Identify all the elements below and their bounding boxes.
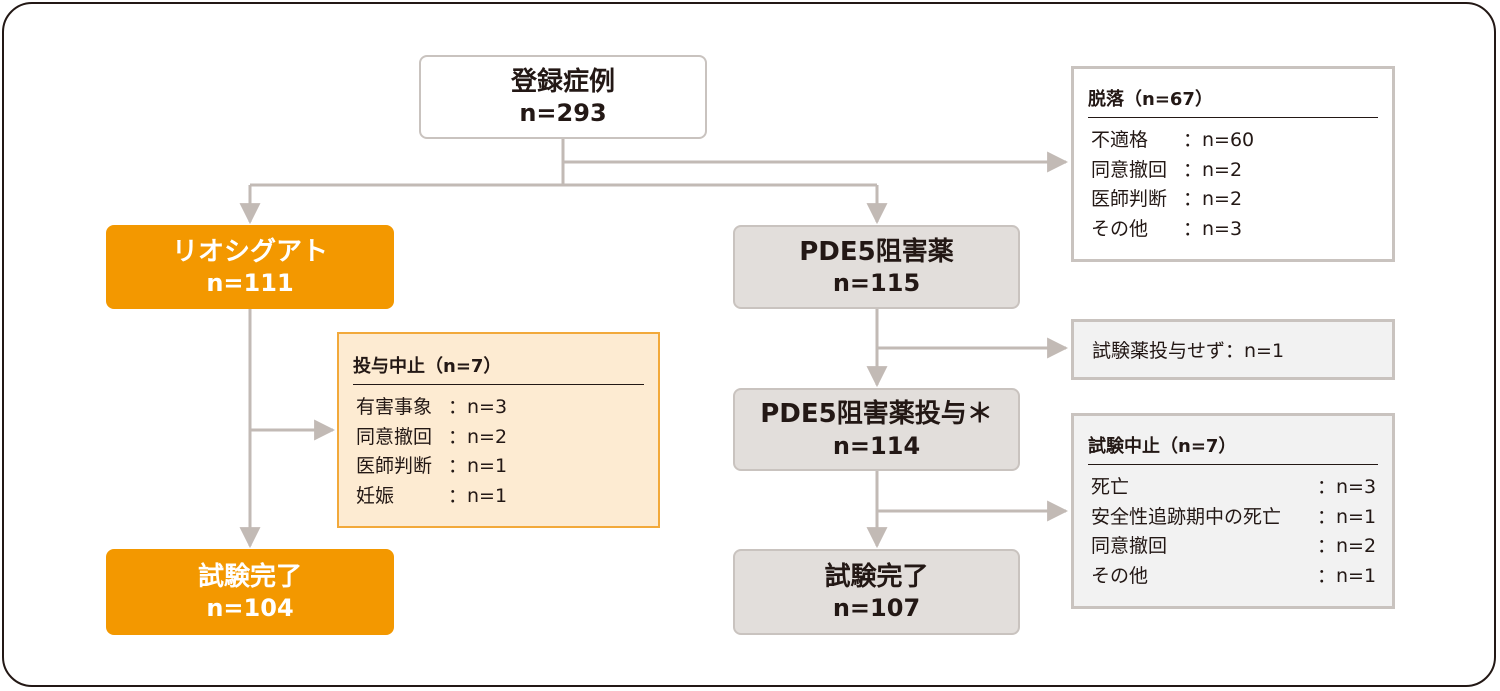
dropout-panel: 脱落（n=67） 不適格 ：n=60 同意撤回 ：n=2 医師判断 ：n=2 その他 ：… [1071, 66, 1395, 262]
discontinued-value: ：n=1 [448, 484, 508, 507]
enrolled-count: n=293 [519, 99, 607, 128]
dropout-row: 医師判断 ：n=2 [1091, 185, 1392, 215]
dropout-label: その他 [1091, 217, 1149, 240]
dropout-row: その他 ：n=3 [1091, 215, 1392, 245]
study-discontinued-panel: 試験中止（n=7） 死亡 ：n=3 安全性追跡期中の死亡 ：n=1 同意撤回 ：n=2… [1071, 413, 1395, 609]
pde5-dosed-title: PDE5阻害薬投与＊ [760, 399, 993, 430]
study-discontinued-header: 試験中止（n=7） [1088, 432, 1378, 465]
study-discontinued-value: ：n=3 [1317, 476, 1377, 498]
not-dosed-text: 試験薬投与せず：n=1 [1092, 340, 1285, 362]
study-discontinued-label: その他 [1091, 564, 1149, 587]
riociguat-box: リオシグアト n=111 [106, 225, 394, 309]
study-discontinued-value: ：n=2 [1317, 535, 1377, 557]
discontinued-label: 妊娠 [356, 484, 395, 507]
dropout-row: 不適格 ：n=60 [1091, 126, 1392, 156]
pde5-count: n=115 [832, 269, 921, 298]
riociguat-discontinued-row: 有害事象 ：n=3 [356, 393, 658, 423]
dropout-label: 不適格 [1091, 129, 1149, 151]
discontinued-label: 同意撤回 [356, 425, 433, 448]
study-discontinued-row: その他 ：n=1 [1091, 562, 1392, 592]
riociguat-complete-box: 試験完了 n=104 [106, 549, 394, 635]
dropout-label: 同意撤回 [1091, 158, 1168, 181]
riociguat-discontinued-row: 妊娠 ：n=1 [356, 482, 658, 512]
discontinued-label: 有害事象 [356, 396, 433, 418]
enrolled-title: 登録症例 [510, 66, 615, 97]
dropout-value: ：n=2 [1183, 158, 1243, 181]
dropout-header: 脱落（n=67） [1088, 85, 1378, 118]
riociguat-discontinued-header: 投与中止（n=7） [353, 352, 644, 385]
study-discontinued-label: 同意撤回 [1091, 535, 1168, 557]
study-discontinued-row: 安全性追跡期中の死亡 ：n=1 [1091, 503, 1392, 533]
pde5-complete-count: n=107 [832, 594, 921, 623]
riociguat-count: n=111 [206, 269, 294, 298]
riociguat-discontinued-row: 同意撤回 ：n=2 [356, 423, 658, 453]
riociguat-complete-title: 試験完了 [197, 561, 302, 592]
study-discontinued-value: ：n=1 [1317, 505, 1377, 528]
discontinued-value: ：n=1 [448, 455, 508, 477]
study-discontinued-row: 同意撤回 ：n=2 [1091, 532, 1392, 562]
study-discontinued-row: 死亡 ：n=3 [1091, 473, 1392, 503]
study-discontinued-value: ：n=1 [1317, 564, 1377, 587]
riociguat-discontinued-row: 医師判断 ：n=1 [356, 452, 658, 482]
enrolled-box: 登録症例 n=293 [419, 55, 707, 139]
dropout-value: ：n=2 [1183, 188, 1243, 210]
pde5-title: PDE5阻害薬 [799, 236, 954, 267]
discontinued-label: 医師判断 [356, 455, 433, 477]
not-dosed-panel: 試験薬投与せず：n=1 [1071, 319, 1395, 380]
pde5-box: PDE5阻害薬 n=115 [733, 225, 1020, 309]
dropout-value: ：n=3 [1183, 217, 1243, 240]
pde5-dosed-count: n=114 [832, 431, 921, 460]
discontinued-value: ：n=3 [448, 396, 508, 418]
study-discontinued-label: 安全性追跡期中の死亡 [1091, 505, 1282, 528]
dropout-label: 医師判断 [1091, 188, 1168, 210]
dropout-value: ：n=60 [1183, 129, 1255, 151]
pde5-complete-box: 試験完了 n=107 [733, 549, 1020, 635]
riociguat-discontinued-panel: 投与中止（n=7） 有害事象 ：n=3 同意撤回 ：n=2 医師判断 ：n=1 妊娠 ：… [337, 332, 660, 528]
dropout-row: 同意撤回 ：n=2 [1091, 156, 1392, 186]
riociguat-complete-count: n=104 [206, 594, 294, 623]
riociguat-title: リオシグアト [171, 236, 328, 267]
pde5-dosed-box: PDE5阻害薬投与＊ n=114 [733, 388, 1020, 471]
study-discontinued-label: 死亡 [1091, 476, 1130, 498]
discontinued-value: ：n=2 [448, 425, 508, 448]
pde5-complete-title: 試験完了 [824, 561, 929, 592]
